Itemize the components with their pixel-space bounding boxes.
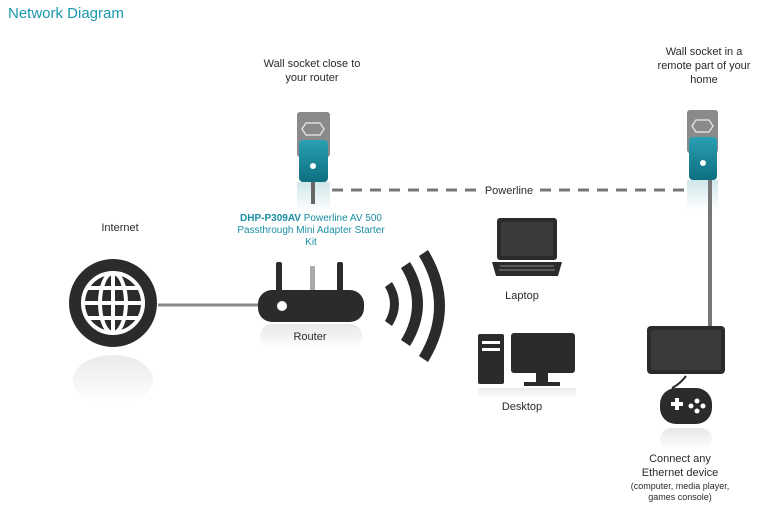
- connect-label: Connect any Ethernet device: [641, 453, 719, 479]
- internet-globe-icon: [69, 259, 260, 405]
- product-label: DHP-P309AV Powerline AV 500 Passthrough …: [236, 213, 386, 249]
- desktop-label: Desktop: [501, 401, 543, 413]
- connect-examples: (computer, media player, games console): [630, 481, 730, 502]
- wall-socket-1-label: Wall socket close to your router: [263, 58, 361, 84]
- product-description: Powerline AV 500 Passthrough Mini Adapte…: [237, 213, 385, 248]
- router-label: Router: [293, 331, 327, 343]
- router-icon: [258, 262, 364, 349]
- page-title: Network Diagram: [8, 5, 124, 22]
- ethernet-device-icon: [647, 326, 725, 450]
- desktop-icon: [478, 333, 576, 398]
- wifi-waves-icon: [385, 250, 445, 362]
- wall-socket-2-label: Wall socket in a remote part of your hom…: [657, 46, 751, 86]
- powerline-adapter-2-icon: [687, 110, 718, 326]
- internet-label: Internet: [101, 222, 139, 234]
- laptop-label: Laptop: [505, 290, 539, 302]
- powerline-adapter-1-icon: [297, 112, 330, 212]
- laptop-icon: [492, 218, 562, 276]
- powerline-label: Powerline: [478, 184, 540, 198]
- product-model: DHP-P309AV: [240, 213, 301, 224]
